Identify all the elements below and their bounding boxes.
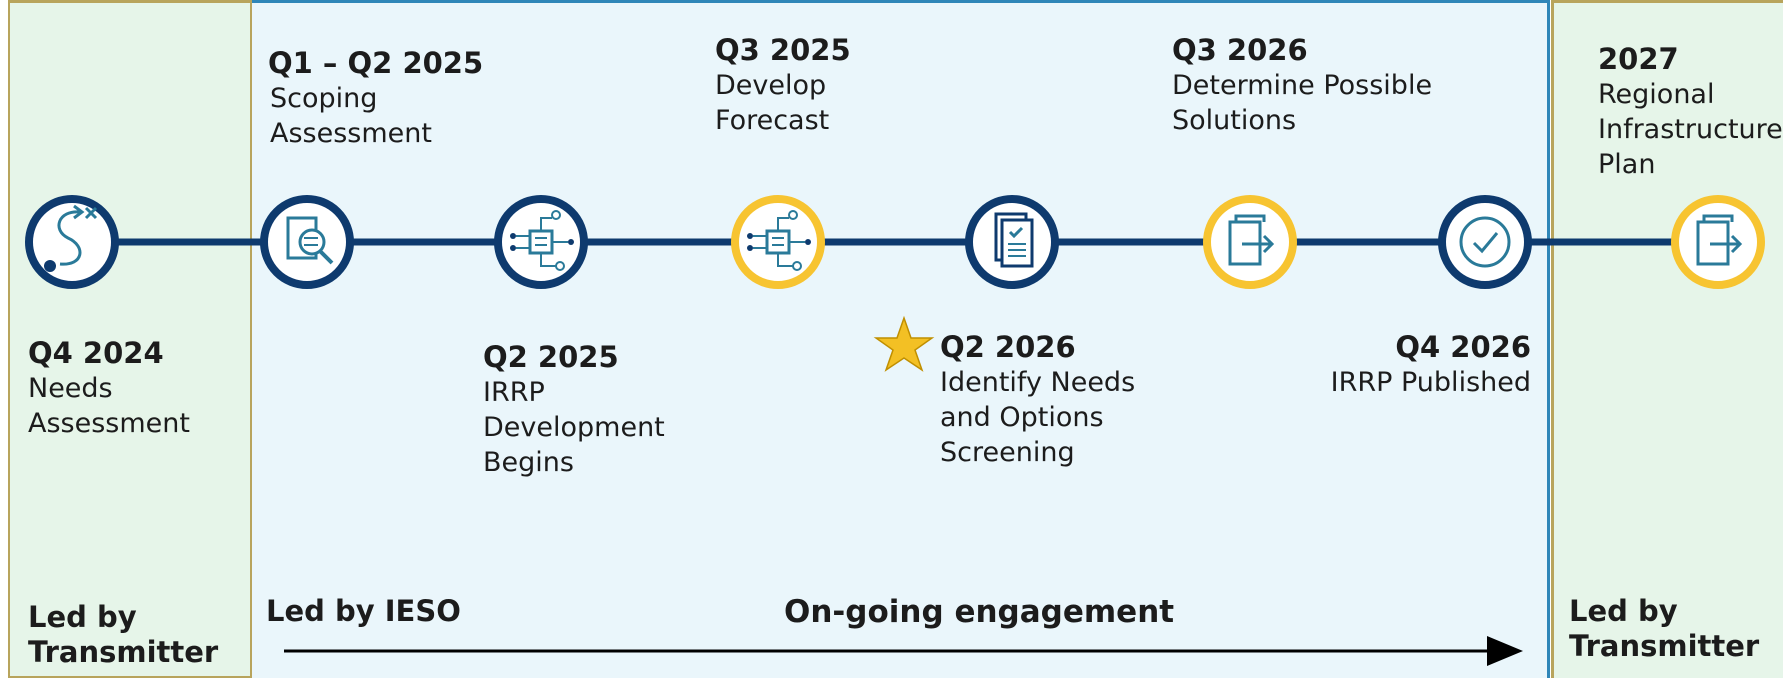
milestone-label: Forecast [715,105,830,136]
milestone-date: Q4 2026 [1395,330,1531,364]
milestone-date: Q3 2026 [1172,33,1308,67]
route-icon [25,195,119,289]
milestone-label: Assessment [28,408,190,439]
milestone-label: Infrastructure [1598,114,1783,145]
milestone-label: Regional [1598,79,1715,110]
led-by-label: Led by [28,600,137,634]
milestone-label: Develop [715,70,827,101]
milestone-2027: 2027 Regional Infrastructure Plan [1598,42,1783,182]
milestone-label: IRRP Published [1330,367,1531,398]
milestone-label: Scoping [270,83,378,114]
circuit-chip-icon [731,195,825,289]
milestone-date: Q2 2026 [940,330,1076,364]
milestone-q3-2026: Q3 2026 Determine Possible Solutions [1172,33,1432,138]
export-document-icon [1671,195,1765,289]
checkmark-icon [1438,195,1532,289]
checklist-document-icon [965,195,1059,289]
milestone-date: Q1 – Q2 2025 [268,46,484,80]
milestone-date: Q4 2024 [28,336,164,370]
milestone-label: Needs [28,373,113,404]
transmitter-panel-right [1551,0,1783,678]
milestone-label: Development [483,412,665,443]
milestone-label: Assessment [270,118,432,149]
milestone-date: Q3 2025 [715,33,851,67]
milestone-label: Begins [483,447,574,478]
search-document-icon [260,195,354,289]
led-by-transmitter-left: Led by Transmitter [28,600,218,670]
milestone-label: Plan [1598,149,1656,180]
milestone-label: Solutions [1172,105,1297,136]
milestone-date: Q2 2025 [483,340,619,374]
milestone-label: and Options [940,402,1104,433]
milestone-q3-2025: Q3 2025 Develop Forecast [715,33,851,138]
export-document-icon [1203,195,1297,289]
led-by-label: Led by IESO [266,594,461,628]
circuit-chip-icon [494,195,588,289]
led-by-transmitter-right: Led by Transmitter [1569,594,1759,664]
led-by-label: Led by [1569,594,1678,628]
milestone-q1-q2-2025: Q1 – Q2 2025 Scoping Assessment [268,46,483,151]
milestone-label: Screening [940,437,1075,468]
ongoing-engagement-label: On-going engagement [784,594,1175,630]
milestone-q2-2026: Q2 2026 Identify Needs and Options Scree… [940,330,1135,470]
milestone-label: Determine Possible [1172,70,1433,101]
milestone-q2-2025: Q2 2025 IRRP Development Begins [483,340,665,480]
star-icon [873,315,935,372]
transmitter-panel-left [8,0,252,678]
milestone-q4-2024: Q4 2024 Needs Assessment [28,336,190,441]
milestone-date: 2027 [1598,42,1679,76]
led-by-label: Transmitter [1569,629,1760,663]
milestone-label: IRRP [483,377,545,408]
led-by-ieso: Led by IESO [266,594,461,629]
milestone-q4-2026: Q4 2026 IRRP Published [1331,330,1531,400]
led-by-label: Transmitter [28,635,219,669]
milestone-label: Identify Needs [940,367,1136,398]
